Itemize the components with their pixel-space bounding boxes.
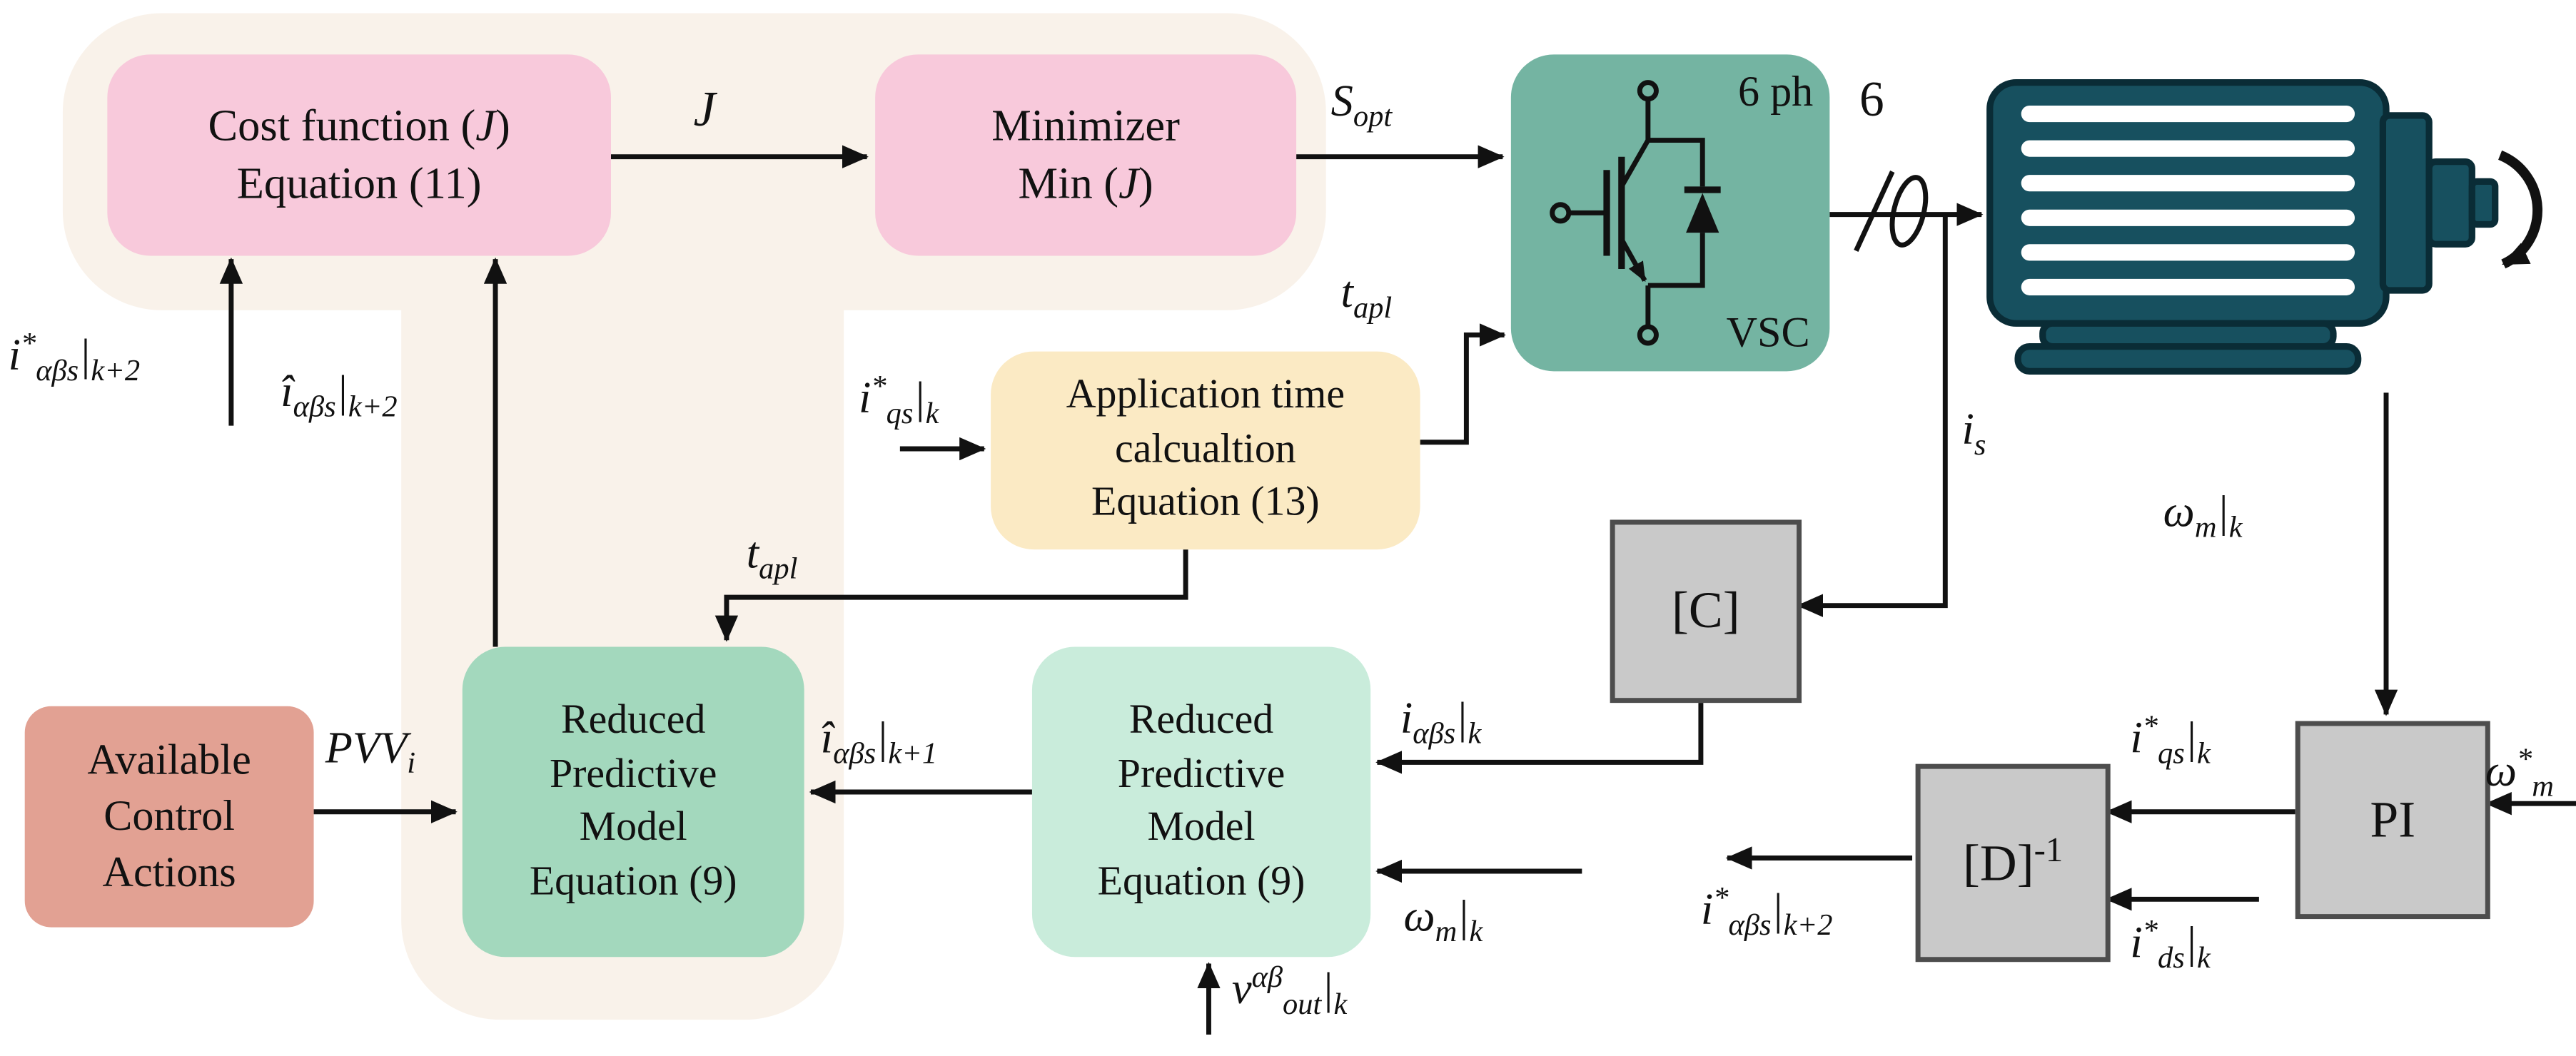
label-i-alphabeta-ref-k2: i*αβs|k+2 [1700,880,1833,942]
label-i-alphabeta-k: iαβs|k [1400,693,1482,750]
label-iqs-ref-in: i*qs|k [859,370,939,430]
igbt-symbol [1550,80,1721,346]
arrow-bus-to-c-matrix [1797,214,1948,617]
available-actions-label: Available Control Actions [87,736,251,896]
motor-end-cap [2379,112,2433,294]
arrow-c-matrix-to-model [1375,693,1704,774]
label-t-apl-feedback: tapl [746,528,798,585]
label-omega-m-in: ωm|k [1403,890,1483,948]
arrow-apptime-to-vsc [1420,323,1506,445]
d-matrix-inverse-block: [D]-1 [1915,763,2111,963]
label-phase-count: 6 [1859,72,1884,128]
motor-shaft-tip [2468,178,2499,228]
label-ids-ref: i*ds|k [2130,914,2211,975]
motor-shaft [2425,158,2475,248]
minimizer-label: Minimizer Min (J) [991,100,1180,208]
d-matrix-inverse-label: [D]-1 [1963,830,2064,892]
motor-fins [2021,106,2355,295]
predictive-model-left-block: Reduced Predictive Model Equation (9) [462,646,804,958]
diode-icon [1686,193,1719,233]
label-t-apl-top: tapl [1340,267,1393,325]
predictive-model-right-block: Reduced Predictive Model Equation (9) [1031,646,1371,958]
predictive-model-right-label: Reduced Predictive Model Equation (9) [1097,698,1305,904]
rotation-arrow-icon [2497,150,2542,269]
cost-function-block: Cost function (J) Equation (11) [107,54,611,256]
label-ref-current-k2: i*αβs|k+2 [8,326,141,387]
phase-bundle-ellipse [1889,175,1929,248]
label-cost-j: J [693,82,716,137]
motor-icon [1986,79,2542,375]
label-pred-current-k2: îαβs|k+2 [281,366,398,423]
application-time-block: Application time calcualtion Equation (1… [991,351,1420,550]
pi-controller-block: PI [2295,721,2490,920]
label-pvv-i: PVVi [325,722,416,780]
label-iqs-ref-pi: i*qs|k [2130,709,2211,770]
vsc-phase-label: 6 ph [1737,67,1814,116]
application-time-label: Application time calcualtion Equation (1… [1066,373,1345,525]
label-pred-current-k1: îαβs|k+1 [820,713,938,770]
motor-base-lower [2014,343,2362,375]
label-omega-m-motor: ωm|k [2163,487,2243,544]
c-matrix-block: [C] [1610,519,1802,704]
motor-base-upper [2039,320,2337,350]
pi-controller-label: PI [2370,790,2416,848]
arrow-tapl-to-model [714,549,1188,642]
label-stator-current: is [1961,404,1986,462]
cost-function-label: Cost function (J) Equation (11) [208,100,510,208]
vsc-block: 6 ph VSC [1510,54,1830,372]
label-s-opt: Sopt [1330,76,1393,133]
vsc-name-label: VSC [1726,308,1810,357]
phase-slash-mark [1854,171,1895,252]
signal-arrows [219,145,2576,1035]
label-v-out: vαβout|k [1231,960,1348,1021]
c-matrix-label: [C] [1672,581,1740,639]
label-omega-m-ref: ω*m [2485,742,2554,803]
available-actions-block: Available Control Actions [24,706,314,928]
predictive-model-left-label: Reduced Predictive Model Equation (9) [529,698,737,904]
minimizer-block: Minimizer Min (J) [875,54,1297,256]
